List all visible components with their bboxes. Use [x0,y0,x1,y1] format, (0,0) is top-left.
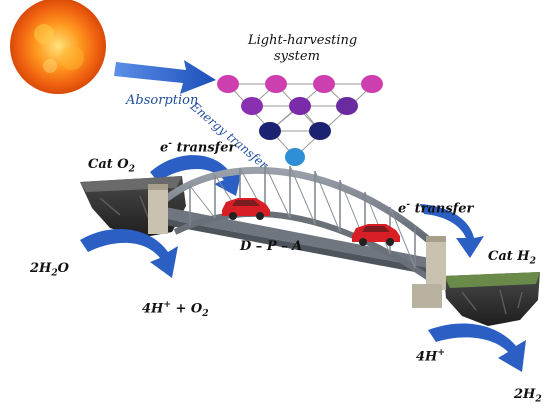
proton-oxygen-label: 4H+ + O2 [142,299,209,319]
node-cyan [285,148,305,166]
water-oxidation-arrow [80,228,178,278]
electron-transfer-arrow-left [150,155,242,196]
node-magenta [313,75,335,93]
electron-transfer-label-right: e- transfer [398,199,474,217]
node-magenta [361,75,383,93]
node-magenta [217,75,239,93]
proton-label: 4H+ [416,347,445,365]
cat-h2-label: Cat H2 [488,249,536,267]
cat-o2-label: Cat O2 [88,157,135,175]
node-magenta [265,75,287,93]
node-purple [289,97,311,115]
rock-platform-icon [444,272,540,326]
chromophore-nodes [217,75,383,166]
proton-reduction-arrow [428,323,526,372]
car-icon [222,198,270,220]
bridge-icon [148,164,446,308]
bridge-pylon-right [426,240,446,290]
absorption-arrow [114,60,216,94]
light-harvesting-title-line1: Light-harvesting [248,33,358,48]
light-harvesting-title-line2: system [274,49,320,64]
node-purple [241,97,263,115]
node-purple [336,97,358,115]
electron-transfer-arrow-right [420,204,484,258]
rock-platform-icon [80,176,186,238]
node-navy [259,122,281,140]
node-navy [309,122,331,140]
water-label: 2H2O [30,261,69,279]
bridge-pylon-left [148,188,168,234]
absorption-label: Absorption [126,93,199,108]
dpa-label: D – P – A [240,239,303,254]
hydrogen-label: 2H2 [514,387,542,405]
sun-icon [10,0,106,94]
car-icon [352,224,400,246]
electron-transfer-label-left: e- transfer [160,138,236,156]
